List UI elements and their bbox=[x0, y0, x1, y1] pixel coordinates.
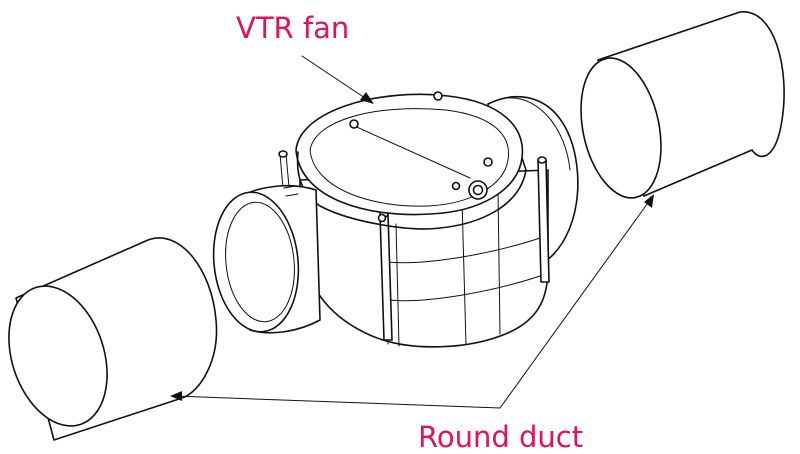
vtr-fan-label: VTR fan bbox=[236, 11, 350, 45]
fan-leader-arrow bbox=[301, 55, 374, 104]
left-round-duct bbox=[8, 237, 218, 441]
duct-leader-arrows bbox=[170, 194, 654, 409]
round-duct-label: Round duct bbox=[418, 420, 584, 454]
right-round-duct bbox=[580, 11, 785, 199]
vtr-fan-body bbox=[212, 91, 579, 348]
